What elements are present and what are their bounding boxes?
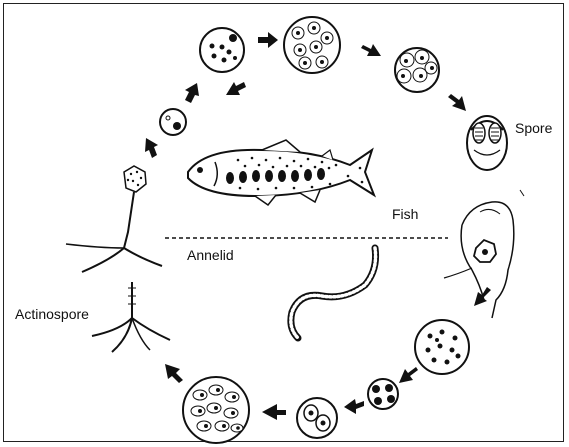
actinospore-triactinomyxon-upper bbox=[66, 166, 162, 272]
arrow-binucleate-to-cyst bbox=[262, 404, 286, 420]
arrow-sporoplasm-to-cyst bbox=[185, 83, 199, 103]
arrow-small-to-binucleate bbox=[344, 399, 364, 414]
stage-cyst-small bbox=[200, 28, 244, 72]
arrow-pansporocyst-to-small bbox=[399, 367, 418, 383]
stage-sporoblast bbox=[395, 48, 439, 92]
stage-myxospore bbox=[467, 116, 507, 170]
label-spore: Spore bbox=[515, 120, 552, 136]
arrow-cyst-back-to-sporoplasm bbox=[226, 82, 246, 95]
arrow-cyst-to-actinospore bbox=[165, 364, 183, 383]
annelid-worm bbox=[291, 248, 376, 338]
arrow-sporoblast-to-spore bbox=[448, 94, 466, 111]
stage-pansporocyst-large bbox=[415, 320, 469, 374]
arrow-plasmodium-to-sporoblast bbox=[361, 44, 381, 56]
stage-pansporocyst-small bbox=[368, 379, 398, 409]
label-actinospore: Actinospore bbox=[15, 306, 89, 322]
arrow-actinospore-to-sporoplasm bbox=[145, 138, 158, 158]
stage-binucleate-cell bbox=[297, 398, 337, 438]
arrow-cyst-to-plasmodium bbox=[258, 32, 278, 48]
stage-plasmodium bbox=[284, 17, 340, 73]
fish-illustration bbox=[188, 140, 374, 205]
actinospore-triactinomyxon-lower bbox=[92, 282, 170, 352]
stage-actinospore-cyst bbox=[183, 377, 249, 443]
label-fish: Fish bbox=[392, 206, 418, 222]
arrow-worm-to-pansporocyst bbox=[474, 287, 491, 306]
stage-sporoplasm-fish bbox=[160, 109, 186, 135]
label-annelid: Annelid bbox=[187, 247, 234, 263]
